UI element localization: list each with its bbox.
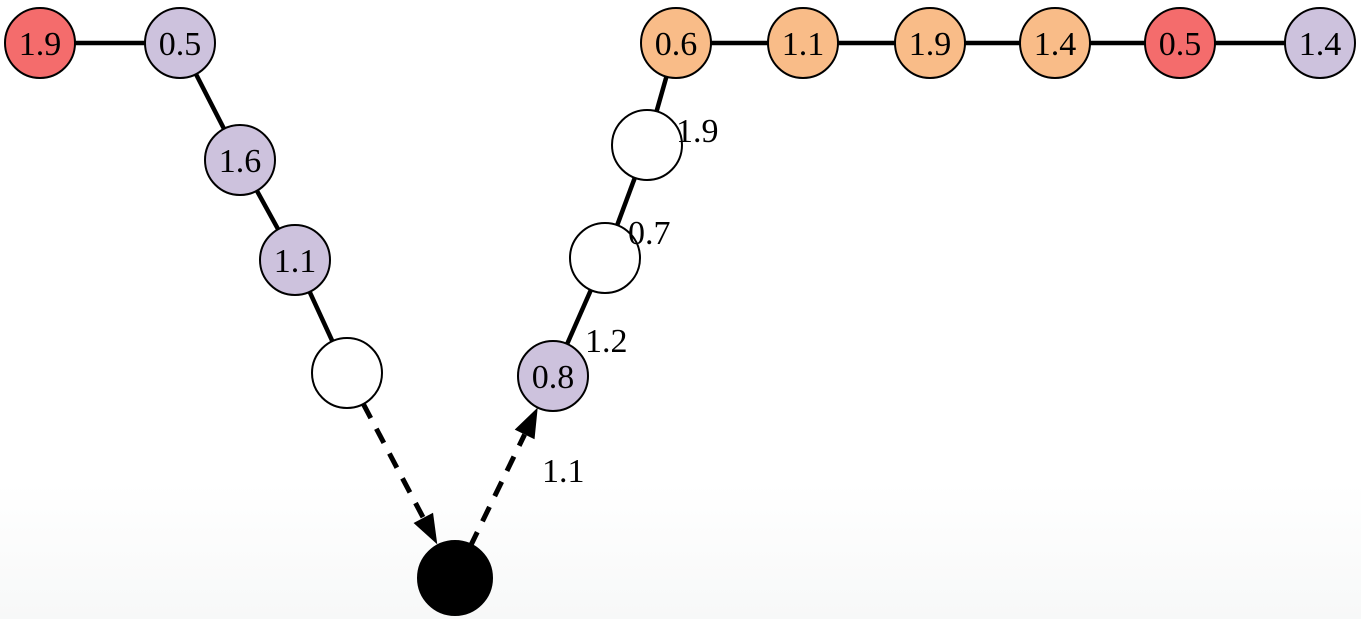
node-circle [894, 7, 966, 79]
edge-label: 1.2 [585, 323, 628, 360]
edge-line [307, 290, 335, 343]
node-circle [311, 337, 383, 409]
edge-label: 0.7 [628, 215, 671, 252]
edge-line [361, 402, 426, 520]
edge-n4-n5 [307, 290, 335, 343]
node-label: 1.9 [909, 26, 952, 63]
graph-node: 0.6 [640, 7, 712, 79]
graph-node: 0.5 [144, 7, 216, 79]
node-label: 1.1 [782, 26, 825, 63]
edge-label: 1.9 [676, 113, 719, 150]
node-label: 0.5 [1159, 26, 1202, 63]
node-circle [1019, 7, 1091, 79]
node-circle [569, 222, 641, 294]
node-label: 0.6 [655, 26, 698, 63]
node-circle [259, 224, 331, 296]
edge-line [468, 433, 527, 548]
node-label: 1.6 [219, 143, 262, 180]
node-circle [144, 7, 216, 79]
node-circle [204, 124, 276, 196]
edge-n2-n3 [193, 73, 227, 130]
graph-node: 1.9 [894, 7, 966, 79]
graph-node: 0.8 [517, 340, 589, 412]
graph-node: 1.9 [4, 7, 76, 79]
edge-line [654, 76, 669, 112]
graph-node: 0.5 [1144, 7, 1216, 79]
node-circle [417, 540, 493, 616]
edge-label: 1.1 [542, 453, 585, 490]
graph-node: 1.6 [204, 124, 276, 196]
graph-node: 1.1 [259, 224, 331, 296]
graph-node [417, 540, 493, 616]
node-circle [1144, 7, 1216, 79]
node-circle [1284, 7, 1356, 79]
node-label: 0.5 [159, 26, 202, 63]
node-circle [4, 7, 76, 79]
node-label: 0.8 [532, 359, 575, 396]
edge-n9-n10 [654, 76, 669, 112]
graph-node [311, 337, 383, 409]
node-label: 1.4 [1034, 26, 1077, 63]
nodes-layer: 1.9 0.5 1.6 1.1 0.8 0.6 1.1 1.9 1.4 0.5 1.4 [4, 7, 1356, 616]
node-circle [640, 7, 712, 79]
edge-line [565, 289, 593, 345]
edge-n8-n9 [615, 177, 637, 226]
node-circle [517, 340, 589, 412]
graph-node: 1.4 [1019, 7, 1091, 79]
node-label: 1.4 [1299, 26, 1342, 63]
edge-line [254, 189, 281, 231]
edges-layer [75, 40, 1285, 548]
edge-n6-n7 [468, 407, 538, 548]
node-circle [767, 7, 839, 79]
edge-n5-n6 [361, 402, 438, 545]
arrowhead-icon [514, 407, 538, 440]
edge-labels-layer: 1.1 1.2 0.7 1.9 [542, 113, 719, 490]
node-label: 1.9 [19, 26, 62, 63]
graph-node [569, 222, 641, 294]
edge-n7-n8 [565, 289, 593, 345]
graph-node [611, 109, 683, 181]
graph-node: 1.1 [767, 7, 839, 79]
graph-node: 1.4 [1284, 7, 1356, 79]
edge-n3-n4 [254, 189, 281, 231]
node-circle [611, 109, 683, 181]
node-label: 1.1 [274, 243, 317, 280]
edge-line [615, 177, 637, 226]
edge-line [193, 73, 227, 130]
arrowhead-icon [413, 512, 438, 545]
